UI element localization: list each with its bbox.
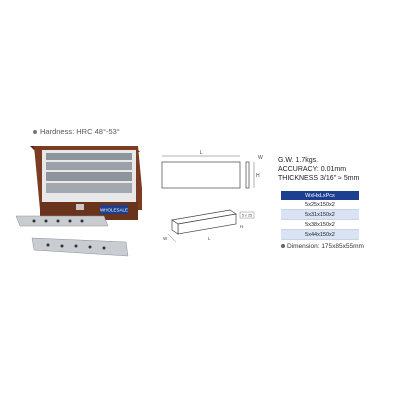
parallel-hole xyxy=(80,219,84,223)
parallel-hole xyxy=(46,243,50,247)
parallel-bar-3 xyxy=(46,172,132,181)
bullet-icon xyxy=(281,244,285,249)
parallel-bar-2 xyxy=(46,162,132,170)
gross-weight: G.W. 1.7kgs. xyxy=(278,157,319,164)
dim-label-height: H xyxy=(256,173,260,179)
parallel-hole xyxy=(68,219,72,223)
side-view-rect xyxy=(245,161,250,189)
parallel-bar-4 xyxy=(46,183,132,193)
bullet-icon xyxy=(33,130,37,135)
loose-parallel-2 xyxy=(31,237,129,257)
iso-thickness-label: 5 x 25 xyxy=(242,214,252,218)
parallel-hole xyxy=(88,245,92,249)
table-row: 5x44x150x2 xyxy=(281,229,359,240)
parallel-bar-1 xyxy=(46,153,132,160)
iso-thickness-box xyxy=(239,211,255,219)
iso-length-label: L xyxy=(208,236,211,241)
parallel-hole xyxy=(32,219,36,223)
size-table: WxHxLxPcs 5x25x150x2 5x31x150x2 5x38x150… xyxy=(281,191,359,240)
iso-width-label: W xyxy=(163,236,168,241)
table-row: 5x38x150x2 xyxy=(281,219,359,230)
dimension-label: Dimension: 175x85x55mm xyxy=(281,243,364,250)
parallel-hole xyxy=(74,244,78,248)
box-latch xyxy=(76,204,84,210)
product-photo: WHOLESALE xyxy=(15,146,142,257)
parallel-hole xyxy=(56,219,60,223)
brand-text: WHOLESALE xyxy=(100,208,128,213)
loose-parallel-1 xyxy=(15,215,109,227)
parallel-hole xyxy=(102,246,106,250)
iso-height-label: H xyxy=(240,224,243,229)
iso-dim-line xyxy=(167,233,177,243)
technical-drawing: L W H 5 x 25 H L W xyxy=(161,150,263,243)
dim-label-length: L xyxy=(200,150,203,156)
top-view-rect xyxy=(161,161,241,189)
table-row: 5x31x150x2 xyxy=(281,209,359,220)
accuracy: ACCURACY: 0.01mm xyxy=(278,166,347,173)
iso-end-face xyxy=(171,219,179,235)
table-row: 5x25x150x2 xyxy=(281,200,359,210)
thickness: THICKNESS 3/16" ≈ 5mm xyxy=(278,175,360,182)
parallel-hole xyxy=(60,244,64,248)
dim-label-width: W xyxy=(258,155,263,161)
brand-label xyxy=(100,205,128,214)
hardness-label: Hardness: HRC 48°-53° xyxy=(33,127,120,136)
parallel-hole xyxy=(44,219,48,223)
size-table-header: WxHxLxPcs xyxy=(281,191,359,200)
